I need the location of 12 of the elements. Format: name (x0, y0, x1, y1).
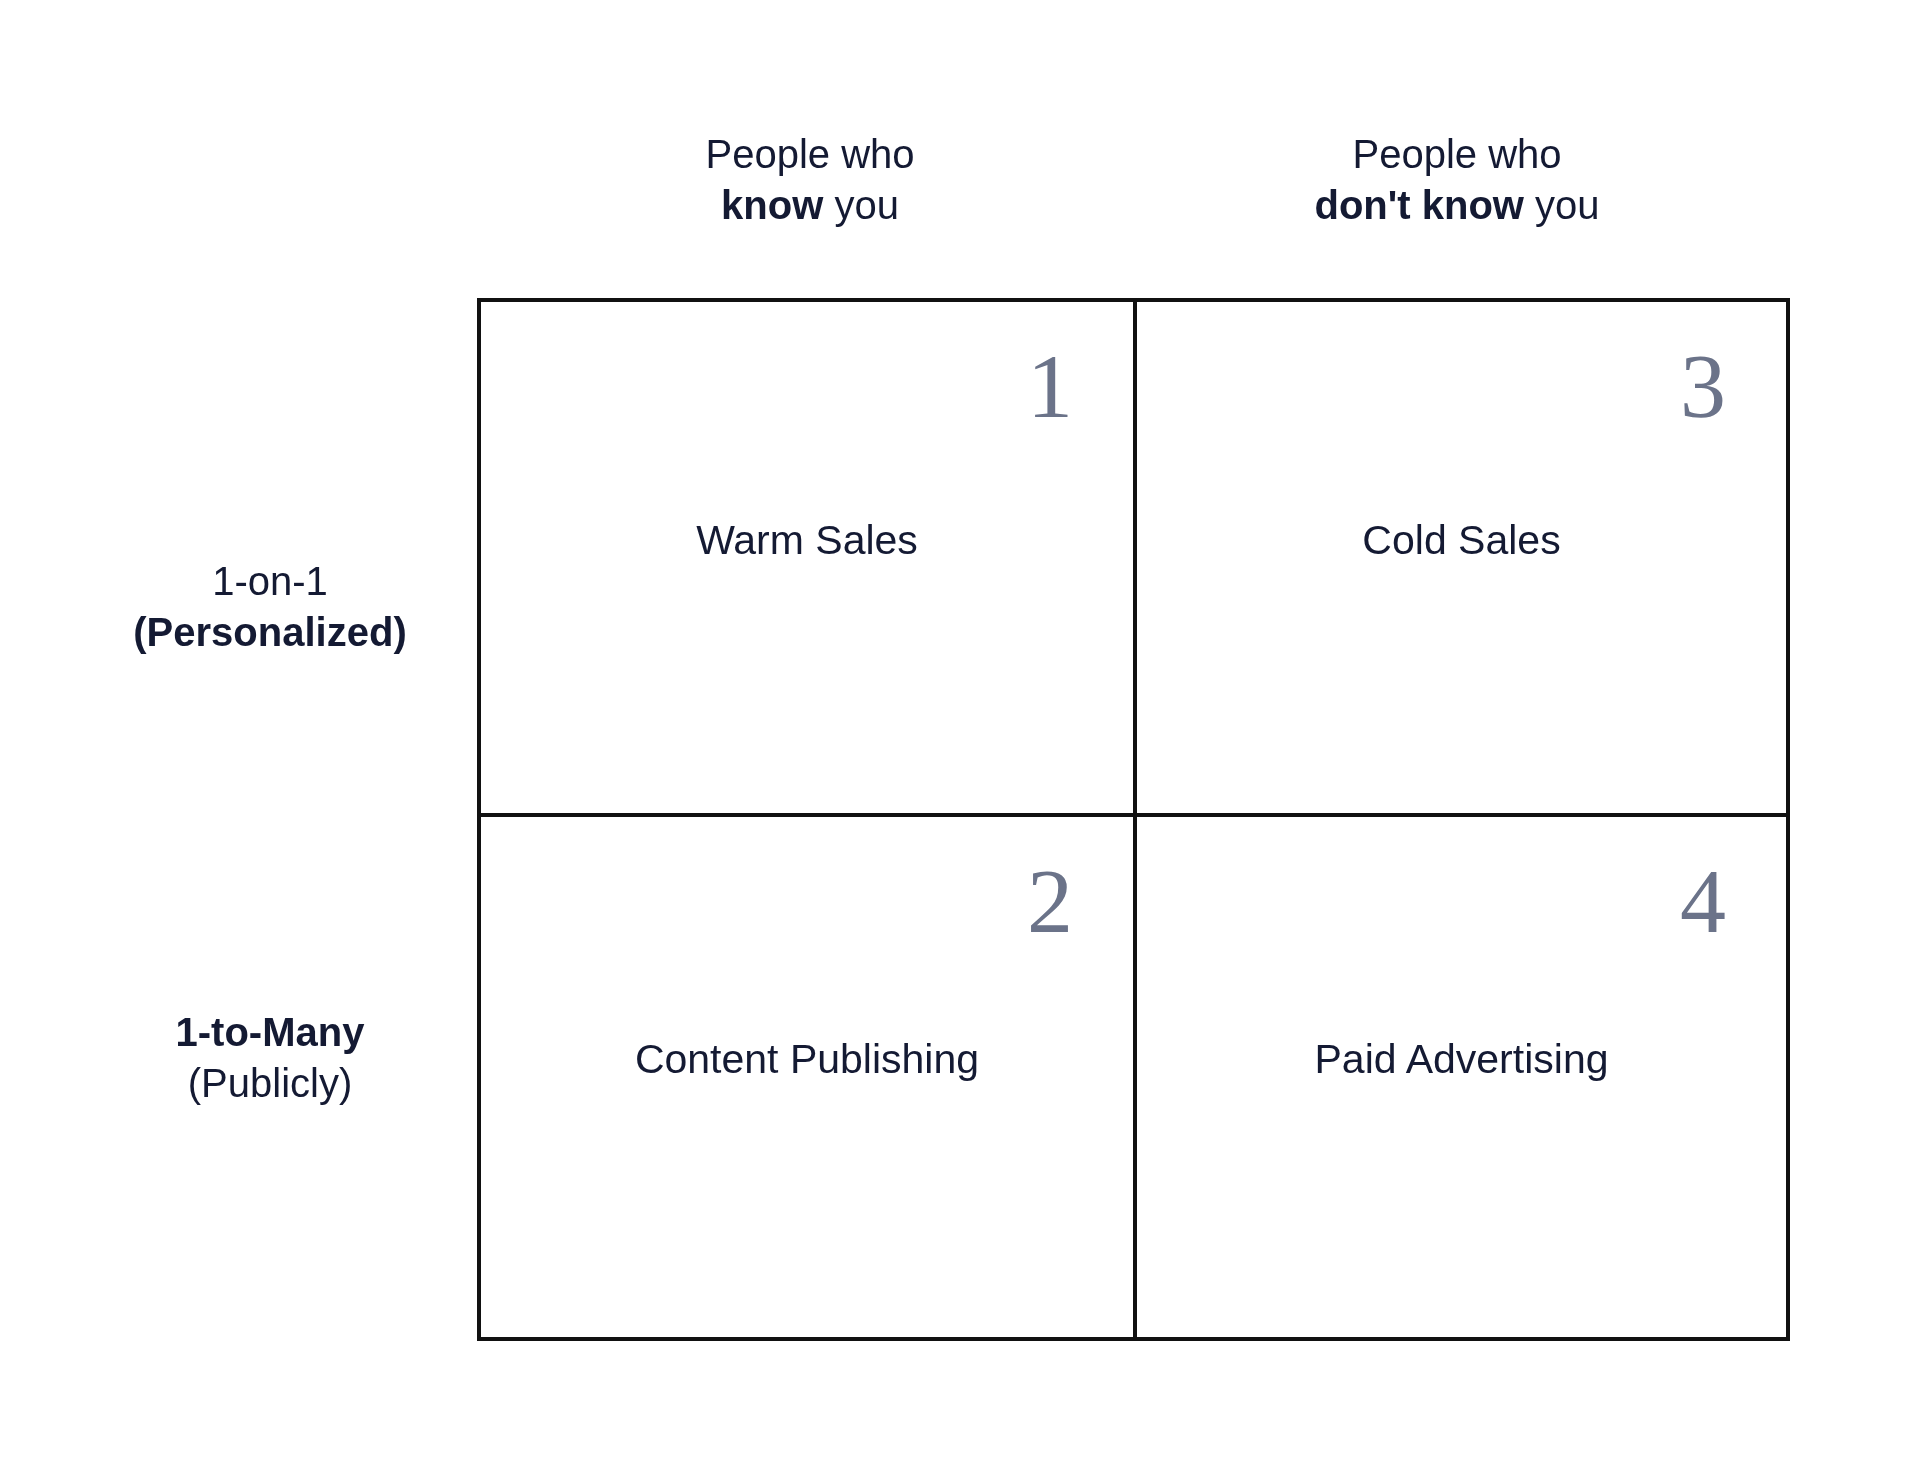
row-header: 1-on-1 (Personalized) (132, 558, 408, 656)
row-header: 1-to-Many (Publicly) (174, 1009, 366, 1107)
quadrant-number: 3 (1680, 340, 1726, 432)
quadrant-number: 1 (1027, 340, 1073, 432)
quadrant-title: Cold Sales (1361, 515, 1562, 565)
quadrant-title: Warm Sales (695, 515, 919, 565)
quadrant-title: Paid Advertising (1313, 1034, 1610, 1084)
column-header: People who know you (704, 131, 916, 229)
quadrant-title: Content Publishing (633, 1034, 981, 1084)
quadrant-number: 2 (1027, 855, 1073, 947)
column-header: People who don't know you (1313, 131, 1601, 229)
quadrant-number: 4 (1680, 855, 1726, 947)
